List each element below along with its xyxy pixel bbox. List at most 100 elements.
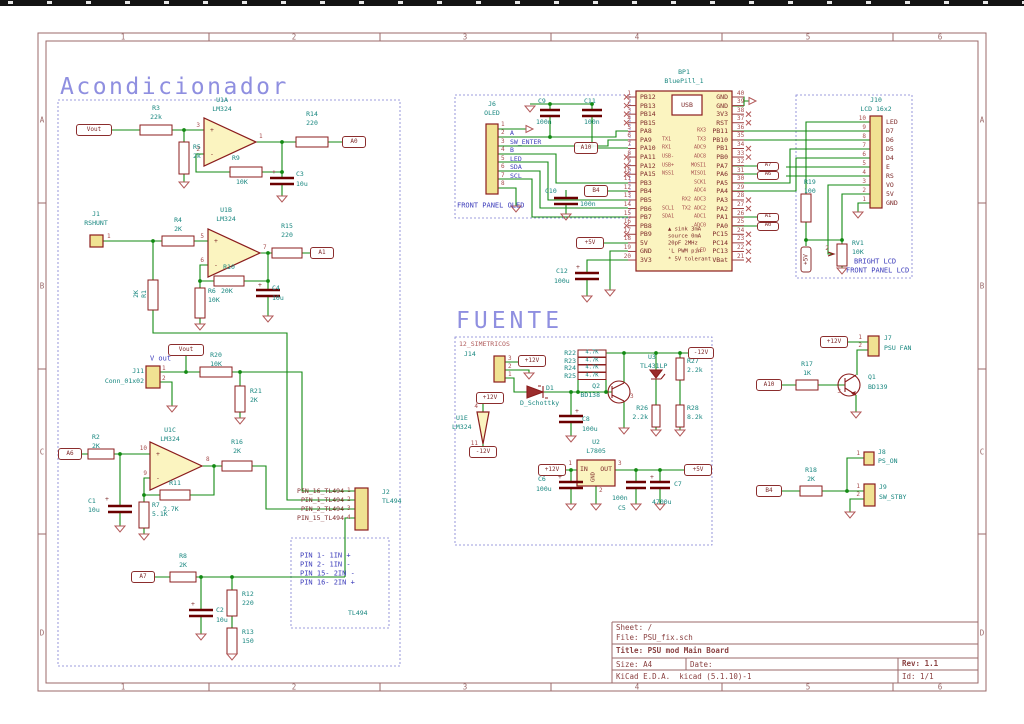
j2-row-pin2: PIN_2_TL494 [300, 504, 344, 513]
r25-val: 4.7K [585, 372, 599, 379]
a0-label: A0 [342, 136, 366, 148]
bp-lpin-num-8: 8 [627, 149, 631, 157]
bp-rpin-alt-33: ADC8 [693, 153, 706, 160]
conn-j6 [485, 123, 499, 195]
conn-j11 [145, 365, 161, 389]
j10-pin-name-5V: 5V [886, 189, 894, 198]
bp-rpin-alt-28: RX2 ADC3 [681, 196, 706, 203]
u1e-val: LM324 [452, 422, 472, 431]
front-panel-lcd-box [795, 94, 913, 279]
r12-val: 220 [242, 598, 254, 607]
wires [82, 96, 870, 634]
r8-val: 2K [179, 560, 187, 569]
j9-pin2: 2 [856, 491, 860, 498]
j10-pin-name-D6: D6 [886, 135, 894, 144]
bp-lpin-num-12: 12 [623, 183, 631, 191]
r23-ref: R23 [564, 356, 576, 365]
u1c-pin10: 10 [139, 445, 147, 452]
r21-ref: R21 [250, 386, 262, 395]
j14-pin1: 1 [508, 371, 512, 378]
bp-rpin-name-VBat-21: VBat [712, 255, 728, 264]
j2-num3: 3 [347, 505, 351, 512]
bp-lpin-num-6: 6 [627, 132, 631, 140]
bp-lpin-name-PB8-16: PB8 [640, 221, 652, 230]
tl494-note-ref: TL494 [348, 608, 368, 617]
c8-ref: C8 [582, 414, 590, 423]
lcd-box-label: FRONT PANEL LCD [846, 266, 910, 275]
r6-ref: R6 [208, 286, 216, 295]
bp-lpin-num-19: 19 [623, 243, 631, 251]
c9-ref: C9 [538, 96, 546, 105]
c5-val: 100n [612, 493, 628, 502]
u1a-ref: U1A [216, 95, 228, 104]
u1b-pin7: 7 [263, 244, 267, 251]
bp-rpin-name-PA4-29: PA4 [716, 187, 728, 196]
c6-ref: C6 [538, 474, 546, 483]
bp-rpin-name-PC13-22: PC13 [712, 247, 728, 256]
bp-lpin-name-PA12-9: PA12 [640, 161, 656, 170]
discrete-symbols [526, 251, 861, 404]
fuente-box [454, 336, 713, 546]
u2-pin2: 2 [599, 487, 603, 494]
rv1-wiper-arrow [827, 251, 836, 257]
c3-val: 10u [296, 179, 308, 188]
u1c-pin8: 8 [206, 456, 210, 463]
u3-val: TL431LP [640, 361, 668, 370]
a10-label-r17: A10 [756, 379, 782, 391]
j8-pin1: 1 [856, 450, 860, 457]
plus5v-label-7805: +5V [684, 464, 712, 476]
j1-pin1: 1 [107, 233, 111, 240]
bp-lpin-name-3V3-20: 3V3 [640, 255, 652, 264]
c1-val: 10u [88, 505, 100, 514]
j11-pin2: 2 [162, 375, 166, 382]
u1e-pin4: 4 [474, 403, 478, 410]
bp-lpin-name-PB4-12: PB4 [640, 187, 652, 196]
bp-rpin-num-36: 36 [737, 123, 745, 131]
frame-col-top-3: 3 [462, 32, 468, 42]
c7-plus: + [650, 472, 654, 481]
bp-rpin-name-3V3-38: 3V3 [716, 109, 728, 118]
bp-rpin-num-29: 29 [737, 183, 745, 191]
bp-lpin-num-15: 15 [623, 209, 631, 217]
component-bodies [89, 90, 883, 531]
tb-size: Size: A4 [616, 660, 653, 669]
bp-lpin-name-PA10-7: PA10 [640, 144, 656, 153]
r1-ref: R1 [139, 290, 148, 298]
bp-rpin-alt-29: ADC4 [693, 187, 706, 194]
u3-ref: U3 [648, 352, 656, 361]
a6-label: A6 [58, 448, 82, 460]
bp-lpin-name-PB9-17: PB9 [640, 230, 652, 239]
bp-rpin-name-PA1-26: PA1 [716, 212, 728, 221]
conn-j2 [354, 487, 369, 531]
j2-row-pin15: PIN_15_TL494 [297, 513, 344, 522]
c2-ref: C2 [216, 605, 224, 614]
tb-title: Title: PSU mod Main Board [616, 646, 729, 655]
r5-ref: R5 [193, 142, 201, 151]
j2-row-pin1: PIN_1_TL494 [300, 495, 344, 504]
r13-ref: R13 [242, 627, 254, 636]
bp-lpin-name-PA8-5: PA8 [640, 127, 652, 136]
bp-note-4: 'L PWM pin [668, 248, 702, 255]
r16-ref: R16 [231, 437, 243, 446]
bp-rpin-name-PA5-30: PA5 [716, 178, 728, 187]
u1b-pin5: 5 [200, 233, 204, 240]
r26-ref: R26 [636, 403, 648, 412]
bp-rpin-name-PA0-25: PA0 [716, 221, 728, 230]
r27-ref: R27 [687, 356, 699, 365]
r22-val: 4.7K [585, 349, 599, 356]
u1c-val: LM324 [160, 434, 180, 443]
j1-val: RSHUNT [84, 218, 108, 227]
bp-rpin-num-37: 37 [737, 115, 745, 123]
j11-ref: J11 [132, 366, 144, 375]
u1a-pin3: 3 [196, 122, 200, 129]
bp-rpin-num-26: 26 [737, 209, 745, 217]
j7-pin1: 1 [858, 334, 862, 341]
r3-val: 22k [150, 112, 162, 121]
l7805-body [576, 459, 616, 487]
r6-val: 10K [208, 295, 220, 304]
r7-ref: R7 [152, 500, 160, 509]
resistors [87, 124, 848, 655]
bp-lpin-num-16: 16 [623, 218, 631, 226]
bp-rpin-num-30: 30 [737, 175, 745, 183]
